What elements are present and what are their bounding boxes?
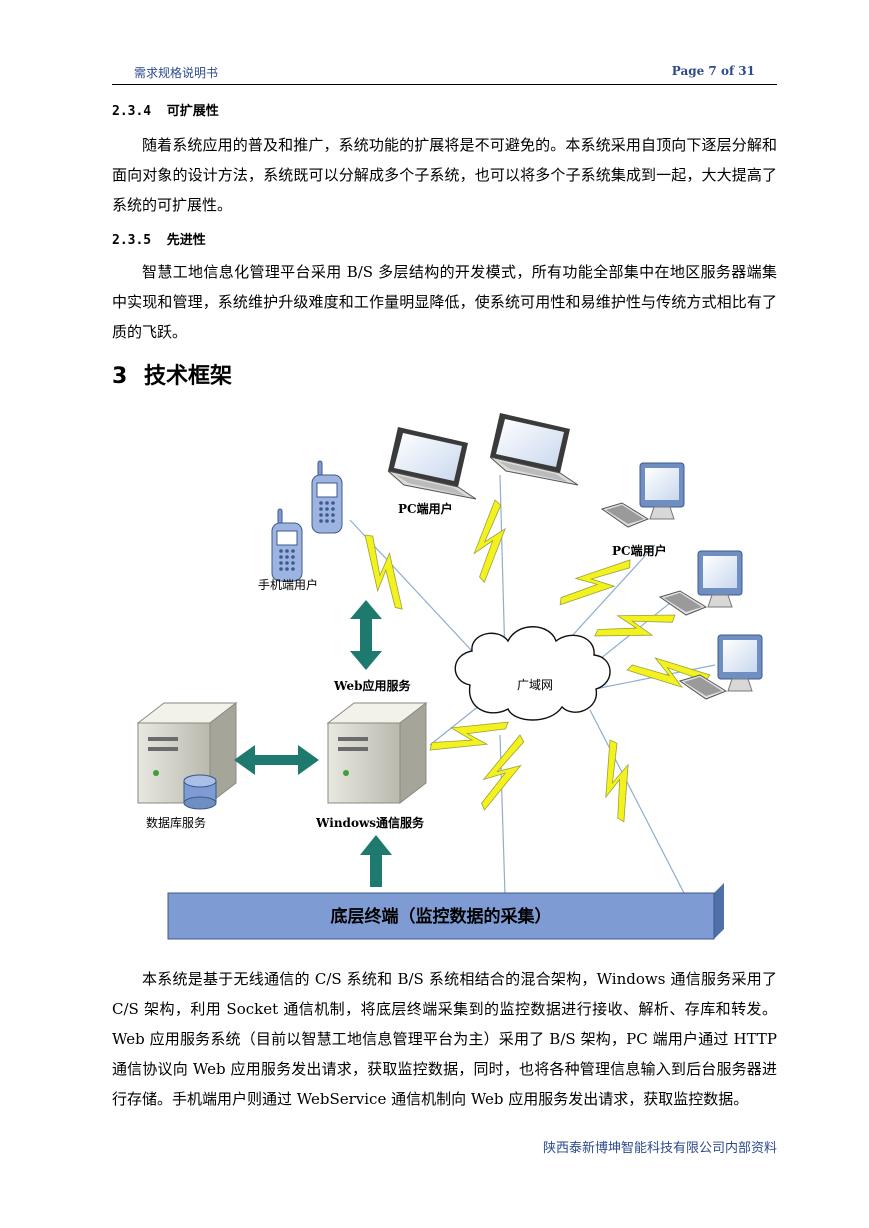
- architecture-diagram: 广域网 PC端用户 PC端用户 手机端用户 Web应用服务 数据库服务 Wind…: [137, 412, 763, 940]
- windows-server-icon: [327, 702, 427, 804]
- database-server-icon: [137, 702, 237, 810]
- chapter-title: 技术框架: [144, 364, 233, 389]
- pc-users-top-label: PC端用户: [398, 501, 453, 516]
- section-title: 先进性: [166, 233, 206, 248]
- up-arrow: [360, 835, 392, 887]
- pc-users-right-label: PC端用户: [612, 543, 667, 558]
- document-title: 需求规格说明书: [134, 66, 219, 80]
- paragraph-extensibility: 随着系统应用的普及和推广，系统功能的扩展将是不可避免的。本系统采用自顶向下逐层分…: [112, 136, 777, 214]
- mobile-phone-icon: [311, 460, 343, 534]
- mobile-phone-icon: [271, 508, 303, 582]
- section-number: 2.3.4: [112, 104, 152, 119]
- double-arrow-horizontal: [234, 745, 319, 775]
- wan-label: 广域网: [517, 678, 553, 692]
- desktop-icon: [659, 550, 743, 616]
- desktop-icon: [679, 634, 763, 700]
- chapter-number: 3: [112, 364, 128, 389]
- paragraph-architecture: 本系统是基于无线通信的 C/S 系统和 B/S 系统相结合的混合架构，Windo…: [112, 970, 777, 1108]
- laptop-icon: [387, 426, 477, 500]
- wan-cloud: 广域网: [454, 626, 611, 721]
- bottom-terminal-bar: 底层终端（监控数据的采集）: [167, 883, 724, 940]
- section-number: 2.3.5: [112, 233, 152, 248]
- db-service-label: 数据库服务: [146, 815, 206, 830]
- desktop-icon: [601, 462, 685, 528]
- bottom-terminal-label: 底层终端（监控数据的采集）: [331, 906, 552, 927]
- windows-service-label: Windows通信服务: [315, 815, 425, 830]
- page-number: Page 7 of 31: [671, 64, 755, 78]
- chapter-heading: 3 技术框架: [112, 358, 232, 390]
- section-title: 可扩展性: [166, 104, 219, 119]
- double-arrow-vertical: [350, 600, 382, 670]
- section-heading-2-3-5: 2.3.5 先进性: [112, 229, 206, 248]
- paragraph-advancement: 智慧工地信息化管理平台采用 B/S 多层结构的开发模式，所有功能全部集中在地区服…: [112, 263, 777, 341]
- page-footer: 陕西泰新博坤智能科技有限公司内部资料: [542, 1141, 777, 1156]
- section-heading-2-3-4: 2.3.4 可扩展性: [112, 100, 219, 119]
- page-header: 需求规格说明书 Page 7 of 31: [112, 62, 777, 85]
- web-service-label: Web应用服务: [333, 678, 412, 693]
- laptop-icon: [489, 412, 579, 486]
- mobile-users-label: 手机端用户: [258, 577, 318, 592]
